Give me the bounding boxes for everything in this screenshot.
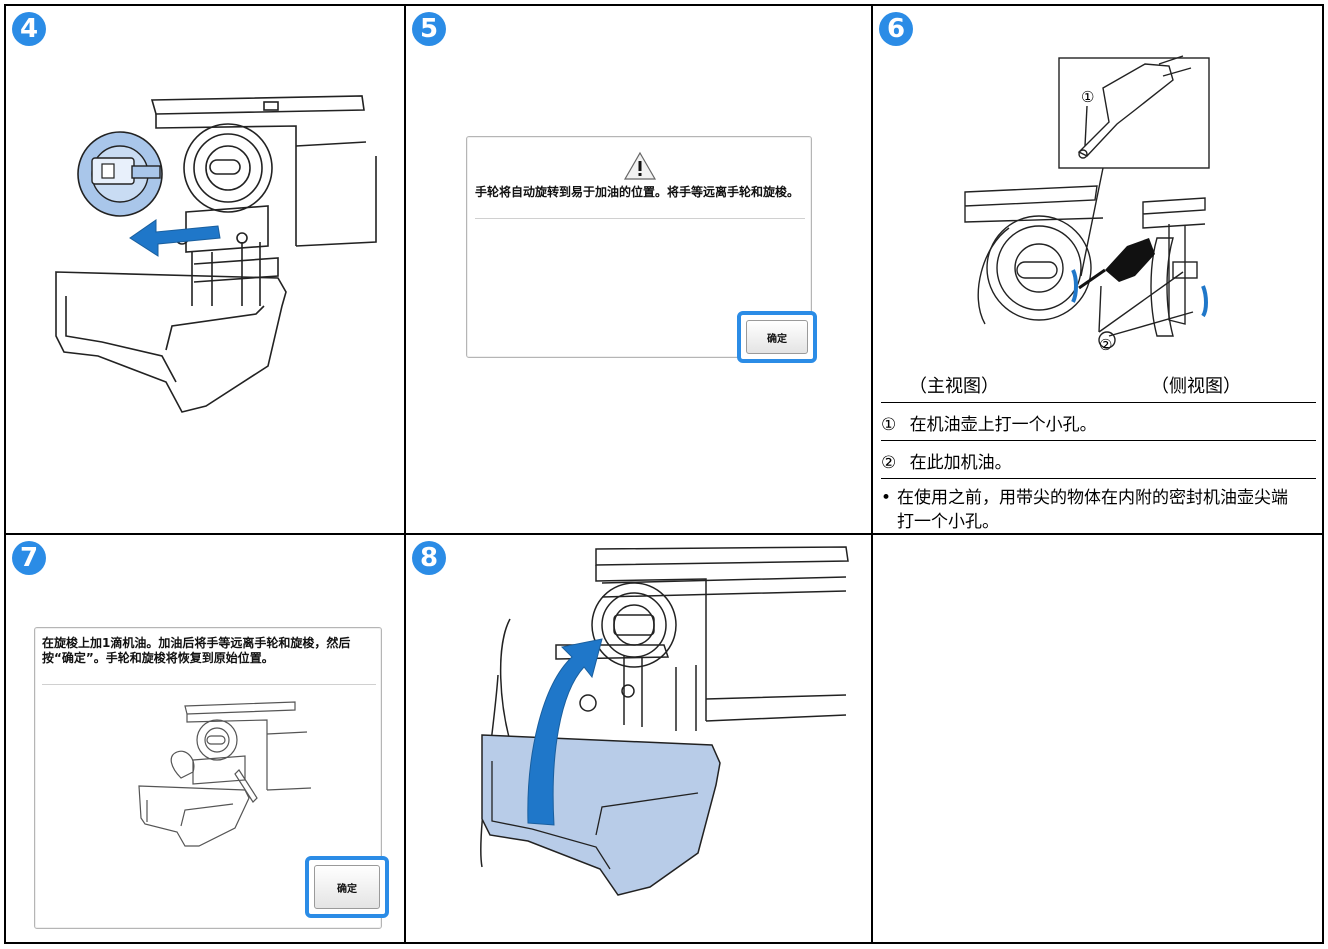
step-7-message-dialog: 在旋梭上加1滴机油。加油后将手等远离手轮和旋梭，然后按“确定”。手轮和旋梭将恢复…: [34, 627, 389, 929]
step-8-number-badge: 8: [412, 541, 446, 575]
step-6-oil-can: [1105, 238, 1155, 282]
step-6-divider-1: [881, 402, 1316, 403]
step-5-message-dialog: 手轮将自动旋转到易于加油的位置。将手等远离手轮和旋梭。 确定: [466, 136, 817, 363]
step-6-note-2-marker: ②: [881, 453, 897, 473]
step-5-dialog-divider: [475, 218, 805, 219]
step-8-reattach-bobbin-case-illustration: [480, 546, 849, 896]
step-6-note-1: ① 在机油壶上打一个小孔。: [881, 410, 1097, 435]
step-7-number-badge: 7: [12, 541, 46, 575]
step-6-front-view-label: （主视图）: [909, 376, 999, 397]
step-7-ok-highlight: 确定: [305, 856, 389, 918]
step-6-note-2: ② 在此加机油。: [881, 448, 1012, 473]
step-7-ok-button[interactable]: 确定: [314, 865, 380, 909]
step-6-side-view-label: （侧视图）: [1151, 376, 1241, 397]
step-6-divider-3: [881, 478, 1316, 479]
step-6-note-1-marker: ①: [881, 415, 897, 435]
step-6-oil-point-side: [1201, 285, 1208, 318]
step-5-ok-highlight: 确定: [737, 311, 817, 363]
step-7-dialog-illustration: [138, 701, 312, 847]
step-6-bullet-note: • 在使用之前，用带尖的物体在内附的密封机油壶尖端打一个小孔。: [881, 486, 1301, 533]
step-6-cell: 6: [873, 4, 1324, 535]
step-7-dialog-message: 在旋梭上加1滴机油。加油后将手等远离手轮和旋梭，然后按“确定”。手轮和旋梭将恢复…: [42, 636, 351, 665]
step-6-bullet-text: 在使用之前，用带尖的物体在内附的密封机油壶尖端打一个小孔。: [897, 488, 1288, 532]
step-5-ok-button[interactable]: 确定: [746, 320, 808, 354]
step-5-dialog-message: 手轮将自动旋转到易于加油的位置。将手等远离手轮和旋梭。: [475, 185, 800, 199]
step-8-insert-arrow: [527, 638, 603, 826]
step-6-callout-2: ②: [1099, 336, 1112, 354]
step-5-cell: 5 手轮将自动旋转到易于加油的位置。将手等远离手轮和旋梭。 确定: [406, 4, 873, 535]
step-4-remove-bobbin-case-illustration: [55, 95, 377, 413]
step-8-tray: [481, 734, 721, 896]
step-4-number-badge: 4: [12, 12, 46, 46]
instruction-steps-grid: 4: [4, 4, 1324, 944]
step-6-note-1-text: 在机油壶上打一个小孔。: [909, 415, 1097, 435]
step-6-callout-1: ①: [1081, 88, 1094, 106]
step-7-dialog-divider: [42, 684, 376, 685]
step-6-oil-point-front: [1071, 269, 1078, 303]
step-4-pull-arrow: [129, 219, 221, 257]
empty-cell: [873, 535, 1324, 944]
step-6-bullet-marker: •: [881, 488, 892, 508]
step-6-divider-2: [881, 440, 1316, 441]
warning-triangle-icon: [623, 151, 657, 180]
step-4-bobbin-case: [77, 131, 163, 217]
step-6-number-badge: 6: [879, 12, 913, 46]
step-8-cell: 8: [406, 535, 873, 944]
step-6-oiling-illustration: ① ②: [964, 55, 1210, 354]
step-5-number-badge: 5: [412, 12, 446, 46]
step-7-cell: 7 在旋梭上加1滴机油。加油后将手等远离手轮和旋梭，然后按“确定”。手轮和旋梭将…: [4, 535, 406, 944]
step-4-cell: 4: [4, 4, 406, 535]
step-6-oil-can-nozzle: [1078, 268, 1106, 290]
step-6-note-2-text: 在此加机油。: [909, 453, 1012, 473]
